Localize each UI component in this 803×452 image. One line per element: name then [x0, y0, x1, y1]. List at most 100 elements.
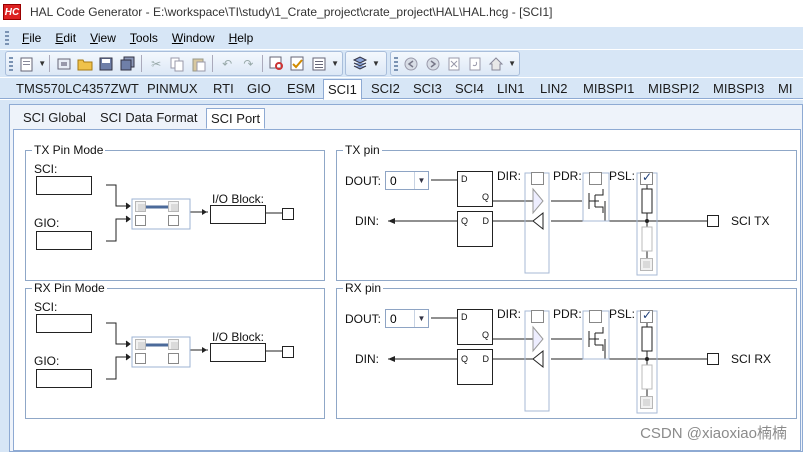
menu-file[interactable]: File: [22, 31, 42, 45]
tab-lin2[interactable]: LIN2: [540, 81, 568, 96]
tx-din-flipflop: Q D: [457, 211, 493, 247]
rx-mux-sci-left-check[interactable]: [135, 339, 146, 350]
chevron-down-icon[interactable]: ▼: [414, 310, 428, 327]
menu-help[interactable]: Help: [228, 31, 254, 45]
paste-icon[interactable]: [190, 55, 207, 73]
rx-psl-checkbox[interactable]: [640, 308, 653, 323]
tx-pin-diagram: [388, 172, 707, 276]
home-icon[interactable]: [488, 55, 505, 73]
rx-sci-label: SCI:: [34, 300, 58, 314]
tab-sci-data-format[interactable]: SCI Data Format: [100, 110, 198, 125]
tab-sci1[interactable]: SCI1: [323, 79, 362, 100]
undo-icon[interactable]: ↶: [222, 56, 233, 71]
menu-bar: File Edit View Tools Window Help: [0, 27, 803, 49]
rx-psl-pulldown-checkbox: [640, 396, 653, 409]
refresh-icon[interactable]: [467, 55, 484, 73]
rx-dout-select[interactable]: 0 ▼: [385, 309, 429, 328]
save-icon[interactable]: [98, 55, 115, 73]
tab-sci3[interactable]: SCI3: [413, 81, 442, 96]
tx-dout-value: 0: [390, 174, 397, 188]
sci1-page: SCI Global SCI Data Format SCI Port TX P…: [9, 104, 803, 452]
tab-mi-overflow[interactable]: MI: [778, 81, 793, 96]
toolbar-separator: [49, 55, 51, 72]
tx-dir-label: DIR:: [497, 169, 521, 183]
rx-pin-title: RX pin: [343, 281, 384, 295]
rx-mux-sci-right-check[interactable]: [168, 339, 179, 350]
tx-pin-name: SCI TX: [731, 214, 770, 228]
rx-pdr-checkbox[interactable]: [589, 310, 602, 323]
menu-window[interactable]: Window: [171, 31, 215, 45]
cut-icon[interactable]: ✂: [151, 56, 162, 71]
tx-psl-checkbox[interactable]: [640, 170, 653, 185]
new-project-icon[interactable]: [18, 55, 35, 73]
copy-icon[interactable]: [169, 55, 186, 73]
tx-pdr-label: PDR:: [553, 169, 582, 183]
rx-dout-value: 0: [390, 312, 397, 326]
tx-psl-label: PSL:: [609, 169, 636, 183]
rx-ff-q-label: Q: [481, 330, 489, 340]
save-all-icon[interactable]: [119, 55, 136, 73]
tab-mibspi3[interactable]: MIBSPI3: [713, 81, 765, 96]
tab-lin1[interactable]: LIN1: [497, 81, 525, 96]
tx-pdr-checkbox[interactable]: [589, 172, 602, 185]
tx-mux-sci-right-check[interactable]: [168, 201, 179, 212]
forward-icon[interactable]: [424, 55, 441, 73]
rx-gio-label: GIO:: [34, 354, 60, 368]
new-dropdown-icon[interactable]: ▼: [38, 59, 47, 68]
properties-icon[interactable]: [311, 55, 328, 73]
menu-view[interactable]: View: [90, 31, 116, 45]
tab-mibspi1[interactable]: MIBSPI1: [583, 81, 635, 96]
find-icon[interactable]: [268, 55, 285, 73]
rx-dir-checkbox[interactable]: [531, 310, 544, 323]
rx-mux-gio-right-check[interactable]: [168, 353, 179, 364]
rx-psl-label: PSL:: [609, 307, 636, 321]
toolbar-group-main: ▼ ✂ ↶ ↷ ▼: [5, 51, 343, 76]
tab-rti[interactable]: RTI: [213, 81, 234, 96]
nav-overflow-icon[interactable]: ▼: [508, 59, 516, 68]
tx-dout-flipflop: D Q: [457, 171, 493, 207]
generate-dropdown-icon[interactable]: ▼: [372, 59, 380, 68]
back-icon[interactable]: [403, 55, 420, 73]
rx-pin-pad: [707, 353, 719, 365]
tx-mux-sci-left-check[interactable]: [135, 201, 146, 212]
tx-dir-checkbox[interactable]: [531, 172, 544, 185]
tab-pinmux[interactable]: PINMUX: [147, 81, 198, 96]
rx-din-flipflop: Q D: [457, 349, 493, 385]
open-device-icon[interactable]: [55, 55, 72, 73]
generate-code-icon[interactable]: [351, 55, 369, 73]
rx-dout-flipflop: D Q: [457, 309, 493, 345]
menu-edit[interactable]: Edit: [55, 31, 77, 45]
tab-esm[interactable]: ESM: [287, 81, 316, 96]
stop-icon[interactable]: [445, 55, 462, 73]
tx-mux-gio-right-check[interactable]: [168, 215, 179, 226]
module-tab-strip: TMS570LC4357ZWT PINMUX RTI GIO ESM SCI1 …: [0, 78, 803, 100]
tx-sci-source-box: [36, 176, 92, 195]
validate-icon[interactable]: [289, 55, 306, 73]
redo-icon[interactable]: ↷: [243, 56, 254, 71]
tx-mux-gio-left-check[interactable]: [135, 215, 146, 226]
tab-sci-port[interactable]: SCI Port: [206, 108, 266, 129]
open-folder-icon[interactable]: [76, 55, 93, 73]
menu-grip[interactable]: [5, 31, 9, 45]
watermark: CSDN @xiaoxiao楠楠: [640, 425, 787, 442]
toolbar-group-nav: ▼: [390, 51, 520, 76]
toolbar-overflow-icon[interactable]: ▼: [331, 59, 340, 68]
tab-gio[interactable]: GIO: [247, 81, 271, 96]
toolbar-grip[interactable]: [9, 56, 13, 71]
tx-dout-select[interactable]: 0 ▼: [385, 171, 429, 190]
tab-sci2[interactable]: SCI2: [371, 81, 400, 96]
tab-tms570lc4357zwt[interactable]: TMS570LC4357ZWT: [16, 81, 139, 96]
toolbar-grip[interactable]: [394, 56, 398, 71]
rx-dir-label: DIR:: [497, 307, 521, 321]
tx-pin-mode-group: TX Pin Mode SCI: GIO:: [25, 143, 325, 281]
toolbar-separator: [212, 55, 214, 72]
tab-sci-global[interactable]: SCI Global: [23, 110, 86, 125]
tab-mibspi2[interactable]: MIBSPI2: [648, 81, 700, 96]
menu-tools[interactable]: Tools: [129, 31, 158, 45]
tx-pin-pad: [707, 215, 719, 227]
chevron-down-icon[interactable]: ▼: [414, 172, 428, 189]
tx-sci-label: SCI:: [34, 162, 58, 176]
rx-mux-gio-left-check[interactable]: [135, 353, 146, 364]
tx-io-block-label: I/O Block:: [212, 192, 265, 206]
tab-sci4[interactable]: SCI4: [455, 81, 484, 96]
